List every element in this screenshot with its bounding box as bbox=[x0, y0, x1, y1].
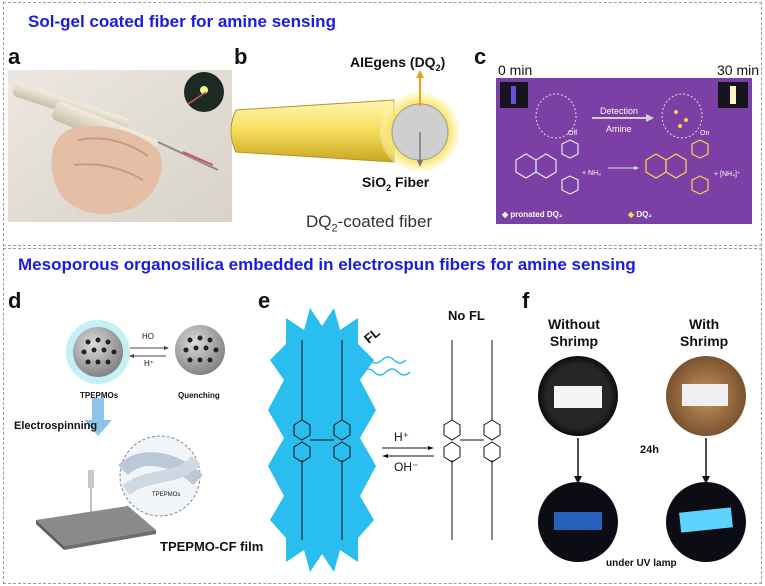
bottom-title: Mesoporous organosilica embedded in elec… bbox=[18, 255, 636, 274]
panel-a-photo bbox=[8, 70, 232, 222]
panel-f-label: f bbox=[522, 288, 530, 313]
top-title: Sol-gel coated fiber for amine sensing bbox=[28, 12, 336, 31]
panel-d-label: d bbox=[8, 288, 22, 313]
quenching-label: Quenching bbox=[178, 391, 220, 400]
panel-e-diagram bbox=[268, 308, 501, 572]
top-section-frame bbox=[3, 2, 762, 246]
panel-b-fiber-diagram bbox=[230, 70, 460, 172]
bottom-section-frame bbox=[3, 248, 762, 584]
sio2-fiber-label: SiO2 Fiber bbox=[362, 174, 430, 193]
time-start-label: 0 min bbox=[498, 62, 533, 78]
time-end-label: 30 min bbox=[717, 62, 760, 78]
quenched-sphere bbox=[175, 325, 225, 375]
film-label: TPEPMO-CF film bbox=[160, 539, 264, 554]
panel-d-diagram bbox=[36, 320, 225, 550]
panel-c-purple-scheme bbox=[496, 78, 752, 224]
electrospinning-label: Electrospinning bbox=[14, 420, 98, 432]
legend-dq2: ◆ DQ₂ bbox=[628, 210, 652, 219]
dq2-caption: DQ2-coated fiber bbox=[306, 212, 433, 235]
oh-minus-label: OH⁻ bbox=[394, 460, 419, 474]
detection-label: Detection bbox=[600, 106, 639, 116]
legend-pronated: ◆ pronated DQ₂ bbox=[502, 210, 563, 219]
amine-label: Amine bbox=[606, 124, 632, 134]
uv-lamp-label: under UV lamp bbox=[606, 558, 677, 569]
cf-film bbox=[36, 506, 156, 546]
no-fl-label: No FL bbox=[448, 308, 485, 323]
tpepmos-label: TPEPMOs bbox=[80, 391, 119, 400]
panel-c-label: c bbox=[474, 44, 487, 69]
time-24h-label: 24h bbox=[640, 444, 659, 456]
h-plus-label-e: H⁺ bbox=[394, 430, 409, 444]
tpepmo-sphere bbox=[73, 327, 123, 377]
tpepmos-small-label: TPEPMOs bbox=[152, 492, 181, 498]
panel-e-label: e bbox=[258, 288, 271, 313]
aiegens-label: AIEgens (DQ2) bbox=[350, 54, 446, 73]
nh3-label: + NH₃ bbox=[582, 170, 601, 177]
panel-f-photos bbox=[538, 356, 746, 562]
ho-label: HO bbox=[142, 332, 154, 341]
panel-b-label: b bbox=[234, 44, 248, 69]
off-label: Off bbox=[568, 130, 578, 137]
nh4-label: + [NH₄]⁺ bbox=[714, 171, 741, 178]
purple-background bbox=[496, 78, 752, 224]
electrospinning-arrow bbox=[92, 398, 104, 420]
fl-wave bbox=[357, 356, 407, 364]
h-plus-label-d: H⁺ bbox=[144, 359, 154, 368]
on-label: On bbox=[700, 130, 710, 137]
panel-a-label: a bbox=[8, 44, 21, 69]
fiber-body bbox=[230, 99, 395, 163]
